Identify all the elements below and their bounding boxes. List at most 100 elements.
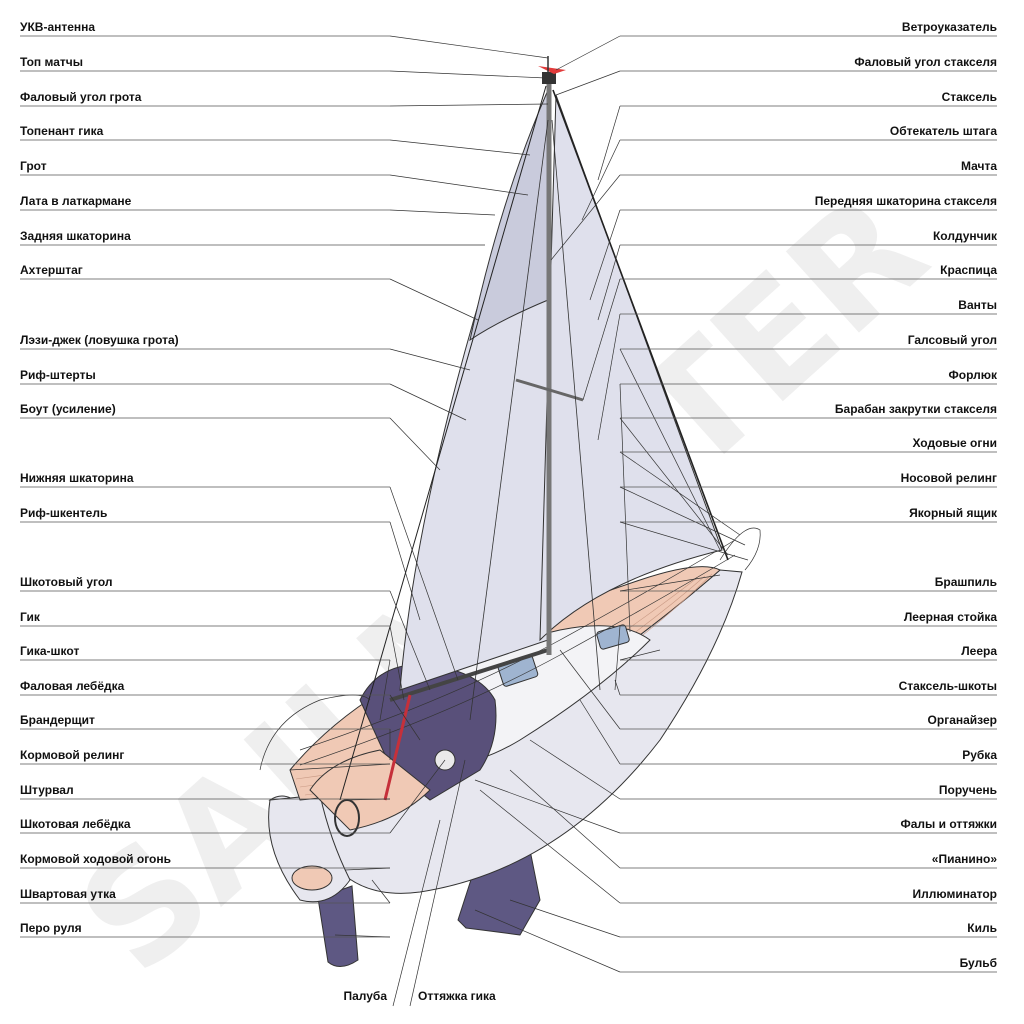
leader-wheel [344,798,391,801]
label-bow-pulpit: Носовой релинг [901,471,997,485]
label-topping-lift: Топенант гика [20,124,104,138]
label-halyards: Фалы и оттяжки [900,817,997,831]
leader-reef-cringle [389,521,421,621]
leader-rudder [334,934,391,938]
label-batten: Лата в латкармане [20,194,132,208]
label-nav-lights: Ходовые огни [912,436,997,450]
leader-reef-points [389,383,467,421]
label-foot: Нижняя шкаторина [20,471,134,485]
label-tack: Галсовый угол [908,333,997,347]
forestay [552,89,729,561]
leader-patch [389,417,441,471]
label-stern-pulpit: Кормовой релинг [20,748,124,762]
leader-spreader [582,278,621,401]
stern-swim-platform [291,865,333,891]
label-lazy-jack: Лэзи-джек (ловушка грота) [20,333,179,347]
label-halyard-winch: Фаловая лебёдка [20,679,125,693]
leader-tack [619,348,721,551]
label-stern-light: Кормовой ходовой огонь [20,852,171,866]
backstay [339,85,547,801]
label-handrail: Поручень [939,783,997,797]
boat-illustration [259,56,761,967]
leader-batten [389,209,496,216]
shroud [469,119,549,721]
leader-forestay-foil [581,139,621,221]
label-jib: Стаксель [942,90,997,104]
label-keel: Киль [967,921,997,935]
masthead-fitting [542,72,556,84]
leader-topping-lift [389,139,531,156]
leader-lifelines [619,649,661,661]
leader-bow-pulpit [619,486,746,546]
label-lifelines: Леера [961,644,997,658]
label-sprayhood: Брандерщит [20,713,95,727]
leader-main-head [389,103,549,107]
leader-sheet-winch [389,759,446,834]
label-mainsail: Грот [20,159,47,173]
label-jib-luff: Передняя шкаторина стакселя [815,194,997,208]
label-telltale: Колдунчик [933,229,998,243]
labels-bottom: Палуба Оттяжка гика [343,759,496,1007]
leader-masthead [389,70,547,79]
leader-porthole [479,789,621,904]
label-forestay-foil: Обтекатель штага [890,124,997,138]
label-wind-indicator: Ветроуказатель [902,20,997,34]
leader-jib-head [555,70,621,96]
leader-coachroof [579,699,621,765]
leader-boom [389,625,405,701]
leader-mainsail [389,174,529,196]
bow-pulpit-rail [719,527,761,571]
leader-clutches [509,769,621,869]
leader-halyard-winch [389,694,421,741]
label-porthole: Иллюминатор [912,887,997,901]
leader-lazy-jack [389,348,471,371]
label-mainsheet: Гика-шкот [20,644,79,658]
leader-vhf-antenna [389,35,549,59]
leader-jib [597,105,621,181]
label-vang: Оттяжка гика [418,989,496,1003]
forehatch [596,624,630,650]
label-jib-head: Фаловый угол стакселя [854,55,997,69]
stern-pulpit-rail [259,694,371,771]
leader-jib-luff [589,209,621,301]
label-windlass: Брашпиль [935,575,997,589]
label-deck: Палуба [343,989,387,1003]
label-main-head: Фаловый угол грота [20,90,142,104]
leader-stern-pulpit [289,763,391,771]
label-clutches: «Пианино» [932,852,998,866]
label-rudder: Перо руля [20,921,82,935]
label-organizer: Органайзер [928,713,997,727]
leader-windlass [619,574,721,592]
label-bulb: Бульб [960,956,997,970]
label-sheet-winch: Шкотовая лебёдка [20,817,131,831]
cockpit [309,749,431,831]
lifeline-upper [299,539,736,751]
leader-jib-sheets [614,679,621,696]
label-mooring-cleat: Швартовая утка [20,887,116,901]
leader-backstay [389,278,479,321]
leader-mooring-cleat [371,879,391,904]
label-shrouds: Ванты [958,298,997,312]
leader-vang [409,759,466,1007]
label-leech: Задняя шкаторина [20,229,131,243]
leader-furler [619,417,729,556]
leader-shrouds [597,313,621,441]
rudder-blade [317,885,359,967]
mainsheet [383,694,412,801]
label-forestay: Форлюк [949,368,998,382]
leader-organizer [559,649,621,730]
leader-deck [392,819,441,1007]
leader-telltale [597,244,621,321]
leader-foot [389,486,459,681]
label-patch: Боут (усиление) [20,402,116,416]
label-masthead: Топ матчы [20,55,83,69]
label-wheel: Штурвал [20,783,74,797]
label-backstay: Ахтерштаг [20,263,83,277]
leader-anchor-locker [619,521,749,561]
wind-indicator-vane [538,66,566,74]
label-vhf-antenna: УКВ-антенна [20,20,95,34]
leader-clew [389,590,431,691]
spreader [515,378,584,402]
